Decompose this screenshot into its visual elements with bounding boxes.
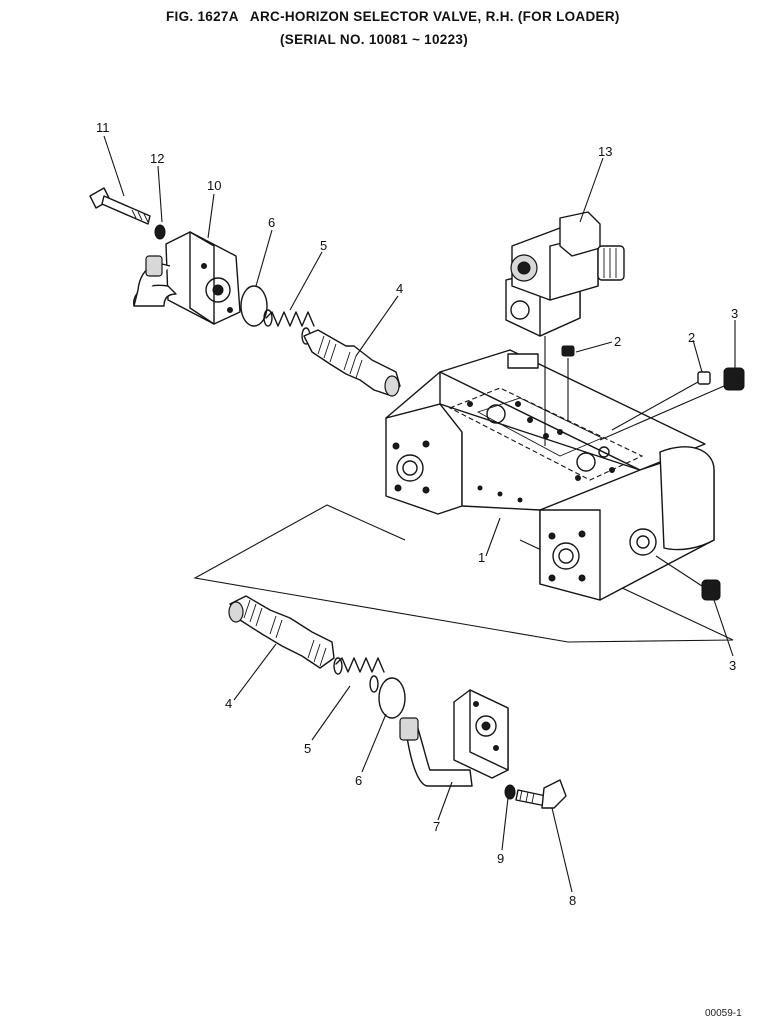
callout-8: 8: [569, 893, 576, 908]
callout-10: 10: [207, 178, 221, 193]
callout-11: 11: [96, 120, 110, 135]
callout-12: 12: [150, 151, 164, 166]
callout-9: 9: [497, 851, 504, 866]
bolt-part-8: [515, 779, 567, 809]
figure-title: FIG. 1627A ARC-HORIZON SELECTOR VALVE, R…: [166, 9, 620, 24]
solenoid-valve-part-13: [505, 211, 625, 446]
drawing-number: 00059-1: [705, 1008, 742, 1019]
callout-4-lower: 4: [225, 696, 232, 711]
plug-part-3-lower: [655, 555, 721, 601]
serial-number-range: (SERIAL NO. 10081 ~ 10223): [280, 32, 469, 47]
bolt-part-11: [89, 187, 151, 225]
callout-3-lower: 3: [729, 658, 736, 673]
washer-part-9: [504, 784, 516, 800]
callout-13: 13: [598, 144, 612, 159]
valve-body-part-1: [385, 349, 715, 601]
leader-lines: [103, 135, 736, 893]
callout-6-lower: 6: [355, 773, 362, 788]
assembly-boundary-line: [193, 504, 734, 643]
o-ring-part-6-lower: [378, 677, 406, 719]
spool-part-4-upper: [303, 329, 401, 397]
washer-part-12: [154, 224, 166, 240]
callout-labels: 11 12 10 6 5 4 13 2 2 3 1 3 4 5 6 7 9 8: [96, 120, 738, 908]
callout-5-lower: 5: [304, 741, 311, 756]
cover-elbow-part-10: [133, 231, 241, 325]
callout-7: 7: [433, 819, 440, 834]
callout-3-right: 3: [731, 306, 738, 321]
o-ring-part-6-upper: [240, 285, 268, 327]
callout-5-upper: 5: [320, 238, 327, 253]
callout-6-upper: 6: [268, 215, 275, 230]
callout-2-right: 2: [688, 330, 695, 345]
callout-2-upper: 2: [614, 334, 621, 349]
plug-part-3-right: [599, 367, 745, 441]
plug-part-2-right: [611, 371, 711, 431]
elbow-cover-part-7: [399, 689, 509, 787]
callout-4-upper: 4: [396, 281, 403, 296]
plug-part-2-upper: [561, 345, 575, 420]
spring-part-5-lower: [333, 657, 385, 693]
callout-1: 1: [478, 550, 485, 565]
spool-part-4-lower: [228, 595, 335, 669]
